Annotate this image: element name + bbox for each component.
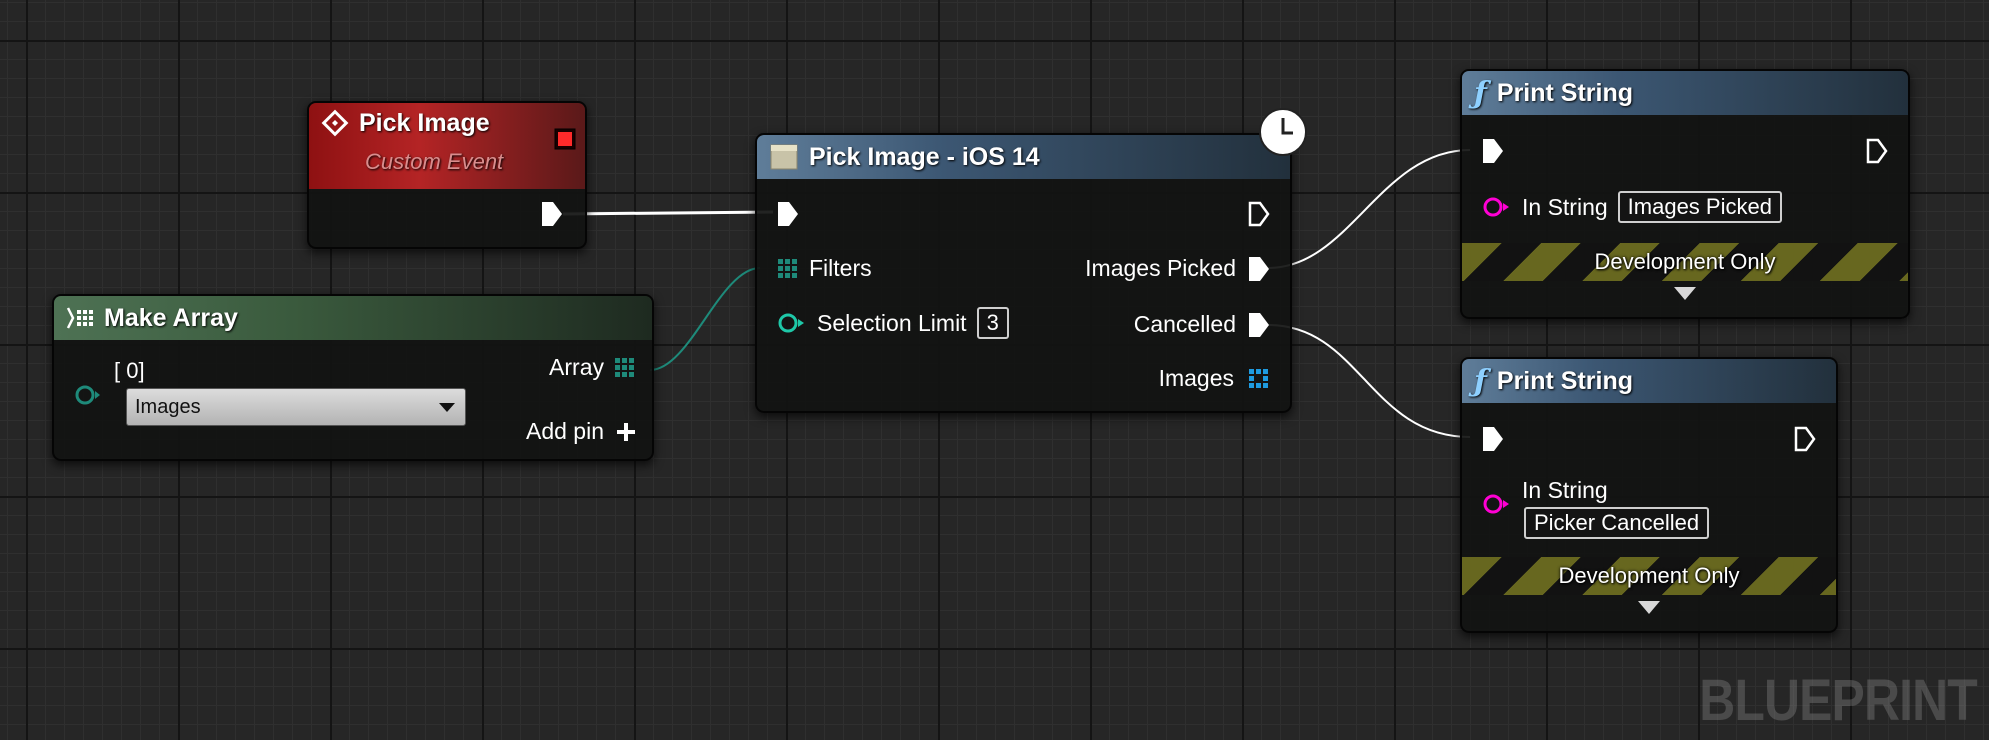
latent-clock-icon — [1258, 107, 1308, 157]
add-pin-button[interactable]: Add pin — [526, 418, 636, 445]
node-title: Print String — [1496, 366, 1634, 395]
node-header[interactable]: Make Array — [54, 296, 652, 340]
exec-wire-picked-to-print1 — [1267, 149, 1471, 269]
array-output-row[interactable]: Array — [549, 354, 636, 381]
node-header[interactable]: Pick Image - iOS 14 — [757, 135, 1290, 179]
dev-only-label: Development Only — [1558, 563, 1740, 588]
index-label: [ 0] — [114, 358, 145, 383]
array-grid-pin-icon[interactable] — [1248, 368, 1270, 390]
cancelled-pin-row[interactable]: Cancelled — [1134, 311, 1270, 338]
exec-in-pin-icon[interactable] — [1482, 138, 1504, 164]
integer-pin-icon[interactable] — [777, 312, 807, 334]
in-string-input[interactable]: Images Picked — [1617, 191, 1782, 223]
make-array-icon — [66, 304, 96, 332]
selection-limit-label: Selection Limit — [817, 309, 967, 336]
blueprint-watermark: BLUEPRINT — [1699, 668, 1978, 733]
node-header[interactable]: Pick Image Custom Event — [309, 103, 585, 189]
filters-pin-row[interactable]: Filters — [777, 255, 872, 282]
string-pin-icon[interactable] — [1482, 196, 1512, 218]
images-picked-pin-row[interactable]: Images Picked — [1085, 255, 1270, 282]
output-label: Array — [549, 354, 604, 380]
array-element-pin-icon[interactable] — [74, 384, 102, 406]
node-title: Make Array — [104, 303, 238, 332]
exec-pin-icon[interactable] — [1248, 312, 1270, 338]
in-string-pin-row[interactable]: In String Images Picked — [1482, 191, 1782, 223]
function-f-icon: ƒ — [1474, 75, 1487, 111]
selection-limit-pin-row[interactable]: Selection Limit 3 — [777, 307, 1009, 339]
exec-wire-cancelled-to-print2 — [1267, 324, 1471, 438]
images-pin-row[interactable]: Images — [1159, 365, 1270, 392]
in-string-input[interactable]: Picker Cancelled — [1524, 507, 1710, 539]
array-wire-to-filters — [649, 267, 761, 371]
selection-limit-input[interactable]: 3 — [976, 307, 1009, 339]
node-title: Pick Image - iOS 14 — [809, 142, 1040, 171]
pick-image-ios-node[interactable]: Pick Image - iOS 14 Filters Selection Li… — [755, 108, 1307, 413]
print-string-node-2[interactable]: ƒ Print String In String Picker Cancelle… — [1460, 357, 1838, 633]
node-subtitle: Custom Event — [365, 149, 504, 174]
add-pin-label: Add pin — [525, 418, 604, 444]
chevron-down-icon — [439, 403, 455, 413]
exec-wire-event-to-pick — [562, 210, 774, 216]
media-node-icon — [769, 143, 799, 171]
node-header[interactable]: ƒ Print String — [1462, 359, 1836, 403]
event-diamond-icon — [321, 109, 349, 137]
stop-square-icon[interactable] — [553, 127, 577, 151]
expand-arrow-icon[interactable] — [1638, 601, 1660, 614]
in-string-label: In String — [1522, 477, 1608, 503]
string-pin-icon[interactable] — [1482, 493, 1512, 515]
development-only-banner: Development Only — [1462, 243, 1908, 281]
array-grid-pin-icon[interactable] — [614, 357, 636, 379]
node-header[interactable]: ƒ Print String — [1462, 71, 1908, 115]
exec-out-pin-icon[interactable] — [1248, 201, 1270, 227]
plus-icon — [616, 422, 636, 442]
filters-label: Filters — [809, 255, 872, 281]
exec-pin-icon[interactable] — [1248, 256, 1270, 282]
node-title: Print String — [1496, 78, 1634, 107]
node-title: Pick Image — [359, 109, 490, 137]
array-grid-pin-icon[interactable] — [777, 258, 799, 280]
cancelled-label: Cancelled — [1133, 311, 1236, 337]
exec-pin-icon[interactable] — [541, 201, 563, 227]
in-string-label: In String — [1522, 193, 1608, 220]
exec-in-pin-icon[interactable] — [1482, 426, 1504, 452]
development-only-banner: Development Only — [1462, 557, 1836, 595]
images-picked-label: Images Picked — [1085, 255, 1236, 281]
make-array-node[interactable]: Make Array [ 0] Images Array Add pin — [52, 294, 654, 461]
dev-only-label: Development Only — [1594, 249, 1776, 274]
enum-dropdown[interactable]: Images — [126, 388, 466, 426]
pick-image-event-node[interactable]: Pick Image Custom Event — [307, 101, 587, 249]
function-f-icon: ƒ — [1474, 363, 1487, 399]
dropdown-value: Images — [135, 395, 201, 418]
images-label: Images — [1158, 365, 1234, 391]
in-string-input-wrap[interactable]: Picker Cancelled — [1524, 507, 1710, 539]
exec-in-pin-icon[interactable] — [777, 201, 799, 227]
exec-out-pin-icon[interactable] — [1794, 426, 1816, 452]
exec-out-pin-icon[interactable] — [1866, 138, 1888, 164]
print-string-node-1[interactable]: ƒ Print String In String Images Picked D… — [1460, 69, 1910, 319]
expand-arrow-icon[interactable] — [1674, 287, 1696, 300]
